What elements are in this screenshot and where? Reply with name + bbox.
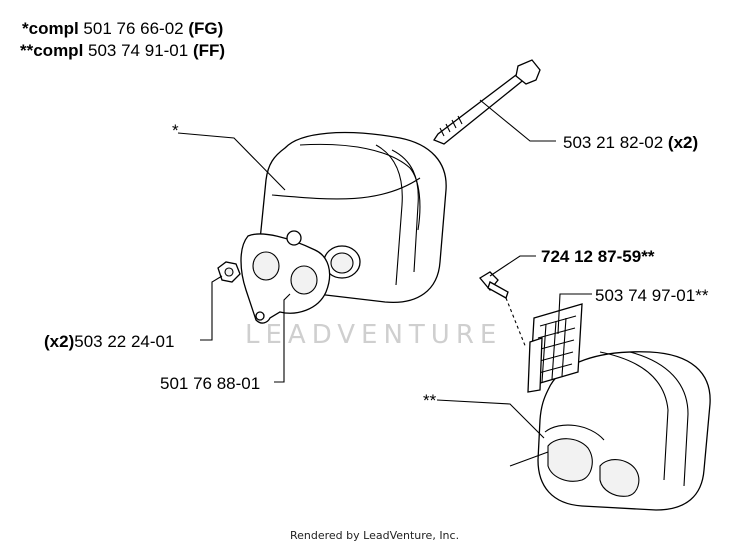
callout-gasket: 501 76 88-01 [160,374,260,393]
leader-screw [489,255,536,277]
callout-bolt-qty: (x2) [668,133,698,152]
gasket-plate [240,230,331,324]
callout-bolt: 503 21 82-02 (x2) [563,133,698,152]
callout-screen: 503 74 97-01** [595,286,709,305]
callout-bolt-number: 503 21 82-02 [563,133,668,152]
header-line-1: *compl 501 76 66-02 (FG) [22,19,223,38]
leader-lower-muffler-tail [509,451,549,467]
header-line-2-number: 503 74 91-01 [83,41,193,60]
header-line-1-suffix: (FG) [188,19,223,38]
leader-bolt [479,99,556,142]
lower-muffler [537,351,711,511]
header-line-2-prefix: **compl [20,41,83,60]
footer-credit: Rendered by LeadVenture, Inc. [290,529,459,542]
nut [217,261,241,283]
callout-nut-qty: (x2) [44,332,74,351]
callout-lower-muffler: ** [423,391,437,410]
callout-nut-number: 503 22 24-01 [74,332,174,351]
header-line-1-number: 501 76 66-02 [79,19,189,38]
header-line-2-suffix: (FF) [193,41,225,60]
leader-nut [200,275,223,341]
callout-screw: 724 12 87-59** [541,247,655,266]
leader-upper-muffler [177,132,286,191]
leader-lower-muffler [436,399,545,439]
bolt [433,59,541,145]
callout-nut: (x2)503 22 24-01 [44,332,174,351]
header-line-2: **compl 503 74 91-01 (FF) [20,41,225,60]
screw [479,271,509,299]
watermark: LEADVENTURE [245,320,502,350]
leader-screen [557,293,592,335]
callout-upper-muffler: * [172,121,179,140]
header-line-1-prefix: *compl [22,19,79,38]
screen [527,303,583,393]
leader-screw-dashed [505,297,527,349]
leader-gasket [274,293,291,383]
